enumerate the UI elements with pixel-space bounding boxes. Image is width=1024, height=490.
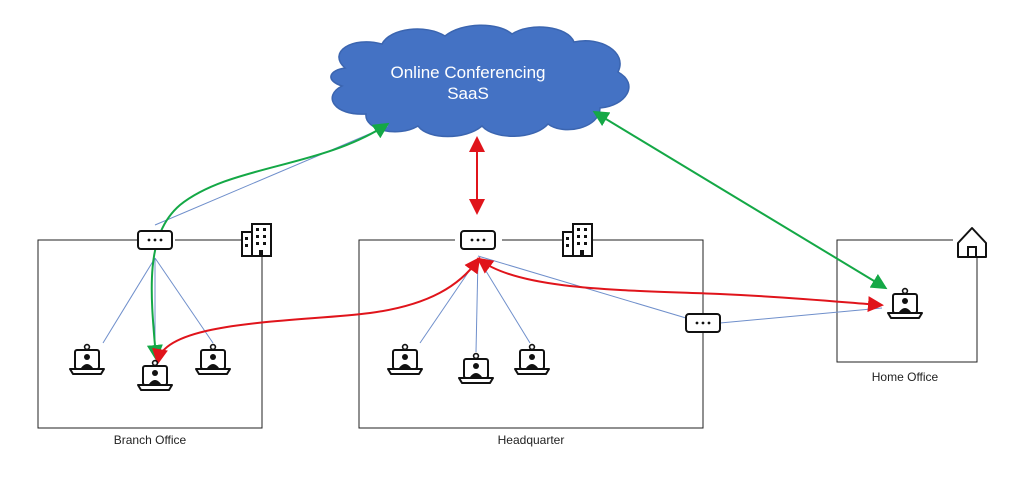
home-office-label: Home Office [872,370,939,384]
cloud-title-line2: SaaS [447,84,489,103]
hq-office-building-icon [562,223,593,257]
home-icon [957,227,987,258]
branch-office-building-icon [241,223,272,257]
cloud-title-line1: Online Conferencing [391,63,546,82]
branch-laptop-3-icon [195,343,231,375]
branch-laptop-1-icon [69,343,105,375]
saas-cloud: Online Conferencing SaaS [330,24,630,138]
hq-laptop-2-icon [458,352,494,384]
hq-router-icon [460,230,496,250]
peer-links [152,136,884,365]
branch-laptop-2-icon [137,359,173,391]
headquarter-label: Headquarter [498,433,565,447]
branch-router-icon [137,230,173,250]
hq-edge-router-icon [685,313,721,333]
branch-office-label: Branch Office [114,433,187,447]
hq-laptop-3-icon [514,343,550,375]
home-laptop-icon [887,287,923,319]
hq-laptop-1-icon [387,343,423,375]
headquarter-site: Headquarter [358,239,704,447]
branch-office-site: Branch Office [37,239,263,447]
